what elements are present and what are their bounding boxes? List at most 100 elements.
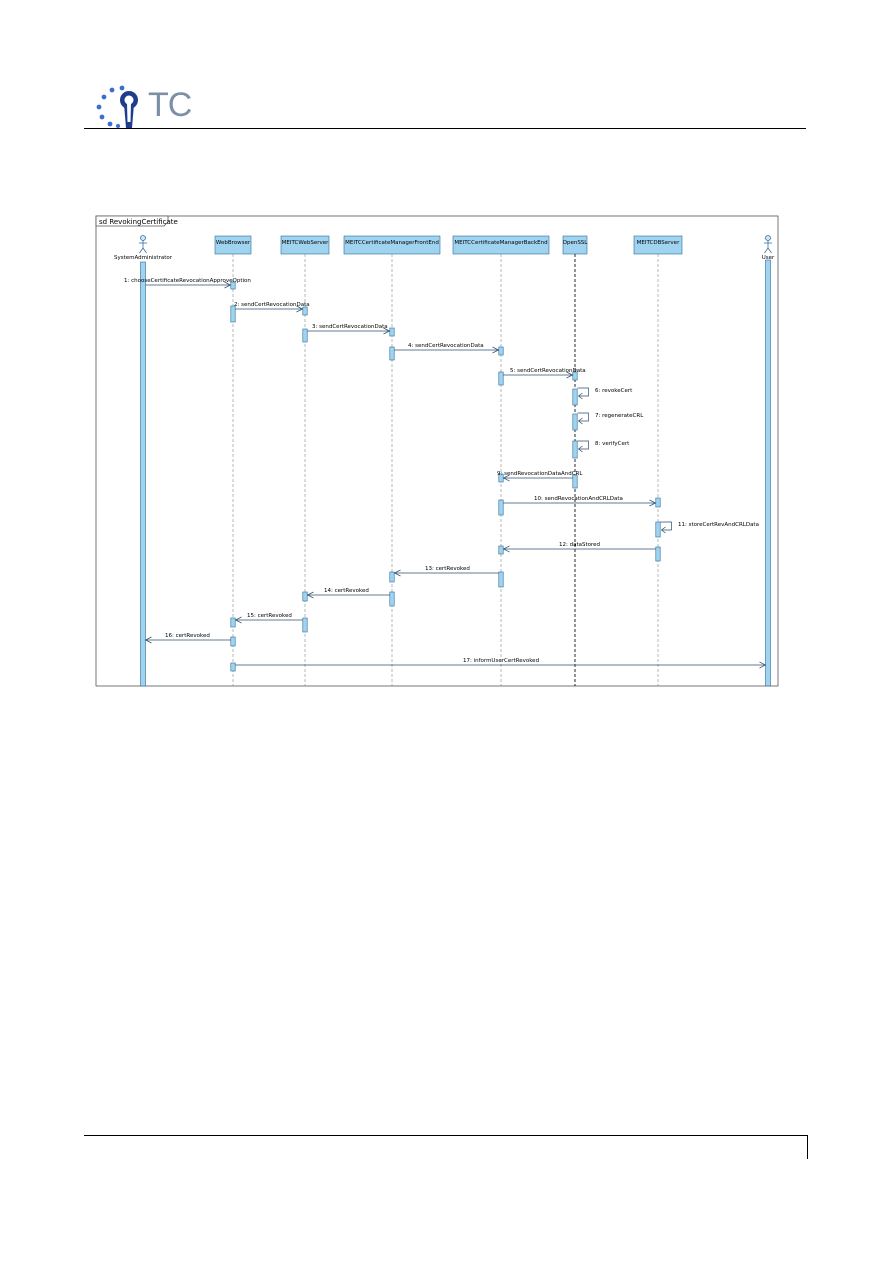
activation-bar <box>498 571 504 588</box>
actor-icon <box>764 235 772 254</box>
lifeline-label: MEITCDBServer <box>637 240 680 246</box>
activation-bar <box>572 388 578 406</box>
message-label: 15: certRevoked <box>247 613 292 619</box>
message-label: 2: sendCertRevocationData <box>234 302 310 308</box>
message-label: 5: sendCertRevocationData <box>510 368 586 374</box>
footer-page-box-edge <box>807 1135 808 1159</box>
message-17: 17: informUserCertRevoked <box>235 658 767 669</box>
message-8: 8: verifyCert <box>577 440 630 453</box>
lifeline-label: OpenSSL <box>563 240 589 246</box>
footer-divider <box>84 1135 808 1136</box>
lifeline-WebBrowser: WebBrowser <box>214 235 252 686</box>
message-label: 10: sendRevocationAndCRLData <box>534 496 623 502</box>
activation-bar <box>572 474 578 489</box>
arrowhead-icon <box>144 636 152 644</box>
activation-bar <box>498 346 504 356</box>
message-1: 1: chooseCertificateRevocationApproveOpt… <box>124 278 251 289</box>
arrowhead-icon <box>577 417 583 425</box>
lifeline-MEITCDBServer: MEITCDBServer <box>633 235 683 686</box>
arrowhead-icon <box>577 392 583 400</box>
lifeline-label: SystemAdministrator <box>114 255 173 261</box>
activation-bar <box>572 371 578 381</box>
actor-icon <box>139 235 147 254</box>
message-2: 2: sendCertRevocationData <box>234 302 310 313</box>
arrowhead-icon <box>296 305 304 313</box>
lifeline-label: MEITCCertificateManagerBackEnd <box>454 240 547 246</box>
message-14: 14: certRevoked <box>306 588 390 599</box>
activation-bar <box>655 546 661 562</box>
arrowhead-icon <box>759 661 767 669</box>
message-13: 13: certRevoked <box>393 566 499 577</box>
message-label: 8: verifyCert <box>595 441 630 447</box>
self-message-line <box>577 387 589 397</box>
message-3: 3: sendCertRevocationData <box>307 324 391 335</box>
activation-bar <box>655 497 661 508</box>
activation-bar <box>765 259 771 687</box>
message-label: 14: certRevoked <box>324 588 369 594</box>
message-5: 5: sendCertRevocationData <box>503 368 586 379</box>
arrowhead-icon <box>566 371 574 379</box>
activation-bar <box>389 327 395 337</box>
arrowhead-icon <box>306 591 314 599</box>
activation-bar <box>302 306 308 316</box>
keyhole-icon <box>120 91 138 128</box>
message-4: 4: sendCertRevocationData <box>394 343 500 354</box>
frame-label: sd RevokingCertificate <box>99 218 178 226</box>
activation-bar <box>230 636 236 647</box>
arrowhead-icon <box>234 616 242 624</box>
arrowhead-icon <box>492 346 500 354</box>
activation-bar <box>230 617 236 628</box>
activation-bar <box>389 346 395 361</box>
star-ring-icon <box>96 85 125 128</box>
activation-bar <box>302 591 308 602</box>
arrowhead-icon <box>660 526 666 534</box>
activation-bar <box>140 261 146 687</box>
activation-bar <box>498 371 504 386</box>
lifeline-label: WebBrowser <box>216 240 251 246</box>
message-label: 9: sendRevocationDataAndCRL <box>497 471 583 477</box>
arrowhead-icon <box>224 281 232 289</box>
message-label: 4: sendCertRevocationData <box>408 343 484 349</box>
message-15: 15: certRevoked <box>234 613 303 624</box>
activation-bar <box>655 521 661 538</box>
self-message-line <box>577 440 589 450</box>
message-label: 7: regenerateCRL <box>595 413 644 419</box>
arrowhead-icon <box>383 327 391 335</box>
logo-wordmark: TC <box>148 86 192 124</box>
activation-bar <box>572 440 578 459</box>
message-label: 1: chooseCertificateRevocationApproveOpt… <box>124 278 251 284</box>
arrowhead-icon <box>649 499 657 507</box>
message-7: 7: regenerateCRL <box>577 412 644 425</box>
diagram-frame: sd RevokingCertificate <box>95 215 779 687</box>
arrowhead-icon <box>502 545 510 553</box>
message-9: 9: sendRevocationDataAndCRL <box>497 471 583 482</box>
activation-bar <box>389 571 395 583</box>
message-label: 11: storeCertRevAndCRLData <box>678 522 759 528</box>
lifeline-label: MEITCWebServer <box>282 240 329 246</box>
activation-bar <box>230 305 236 323</box>
activation-bar <box>498 499 504 516</box>
lifeline-MEITCCertificateManagerFrontEnd: MEITCCertificateManagerFrontEnd <box>343 235 441 686</box>
arrowhead-icon <box>577 445 583 453</box>
lifeline-OpenSSL: OpenSSL <box>563 235 589 686</box>
message-16: 16: certRevoked <box>144 633 231 644</box>
message-10: 10: sendRevocationAndCRLData <box>503 496 657 507</box>
message-label: 16: certRevoked <box>165 633 210 639</box>
activation-bar <box>389 591 395 607</box>
lifeline-label: MEITCCertificateManagerFrontEnd <box>345 240 439 246</box>
self-message-line <box>660 521 672 531</box>
arrowhead-icon <box>393 569 401 577</box>
self-message-line <box>577 412 589 422</box>
message-label: 6: revokeCert <box>595 388 633 394</box>
activation-bar <box>230 281 236 290</box>
header-divider <box>84 128 806 129</box>
message-6: 6: revokeCert <box>577 387 633 400</box>
message-label: 17: informUserCertRevoked <box>463 658 539 664</box>
activation-bar <box>302 328 308 343</box>
itc-logo <box>92 84 212 130</box>
message-11: 11: storeCertRevAndCRLData <box>660 521 759 534</box>
activation-bar <box>302 617 308 633</box>
logo-emblem-icon <box>96 85 138 128</box>
activation-bar <box>230 662 236 672</box>
